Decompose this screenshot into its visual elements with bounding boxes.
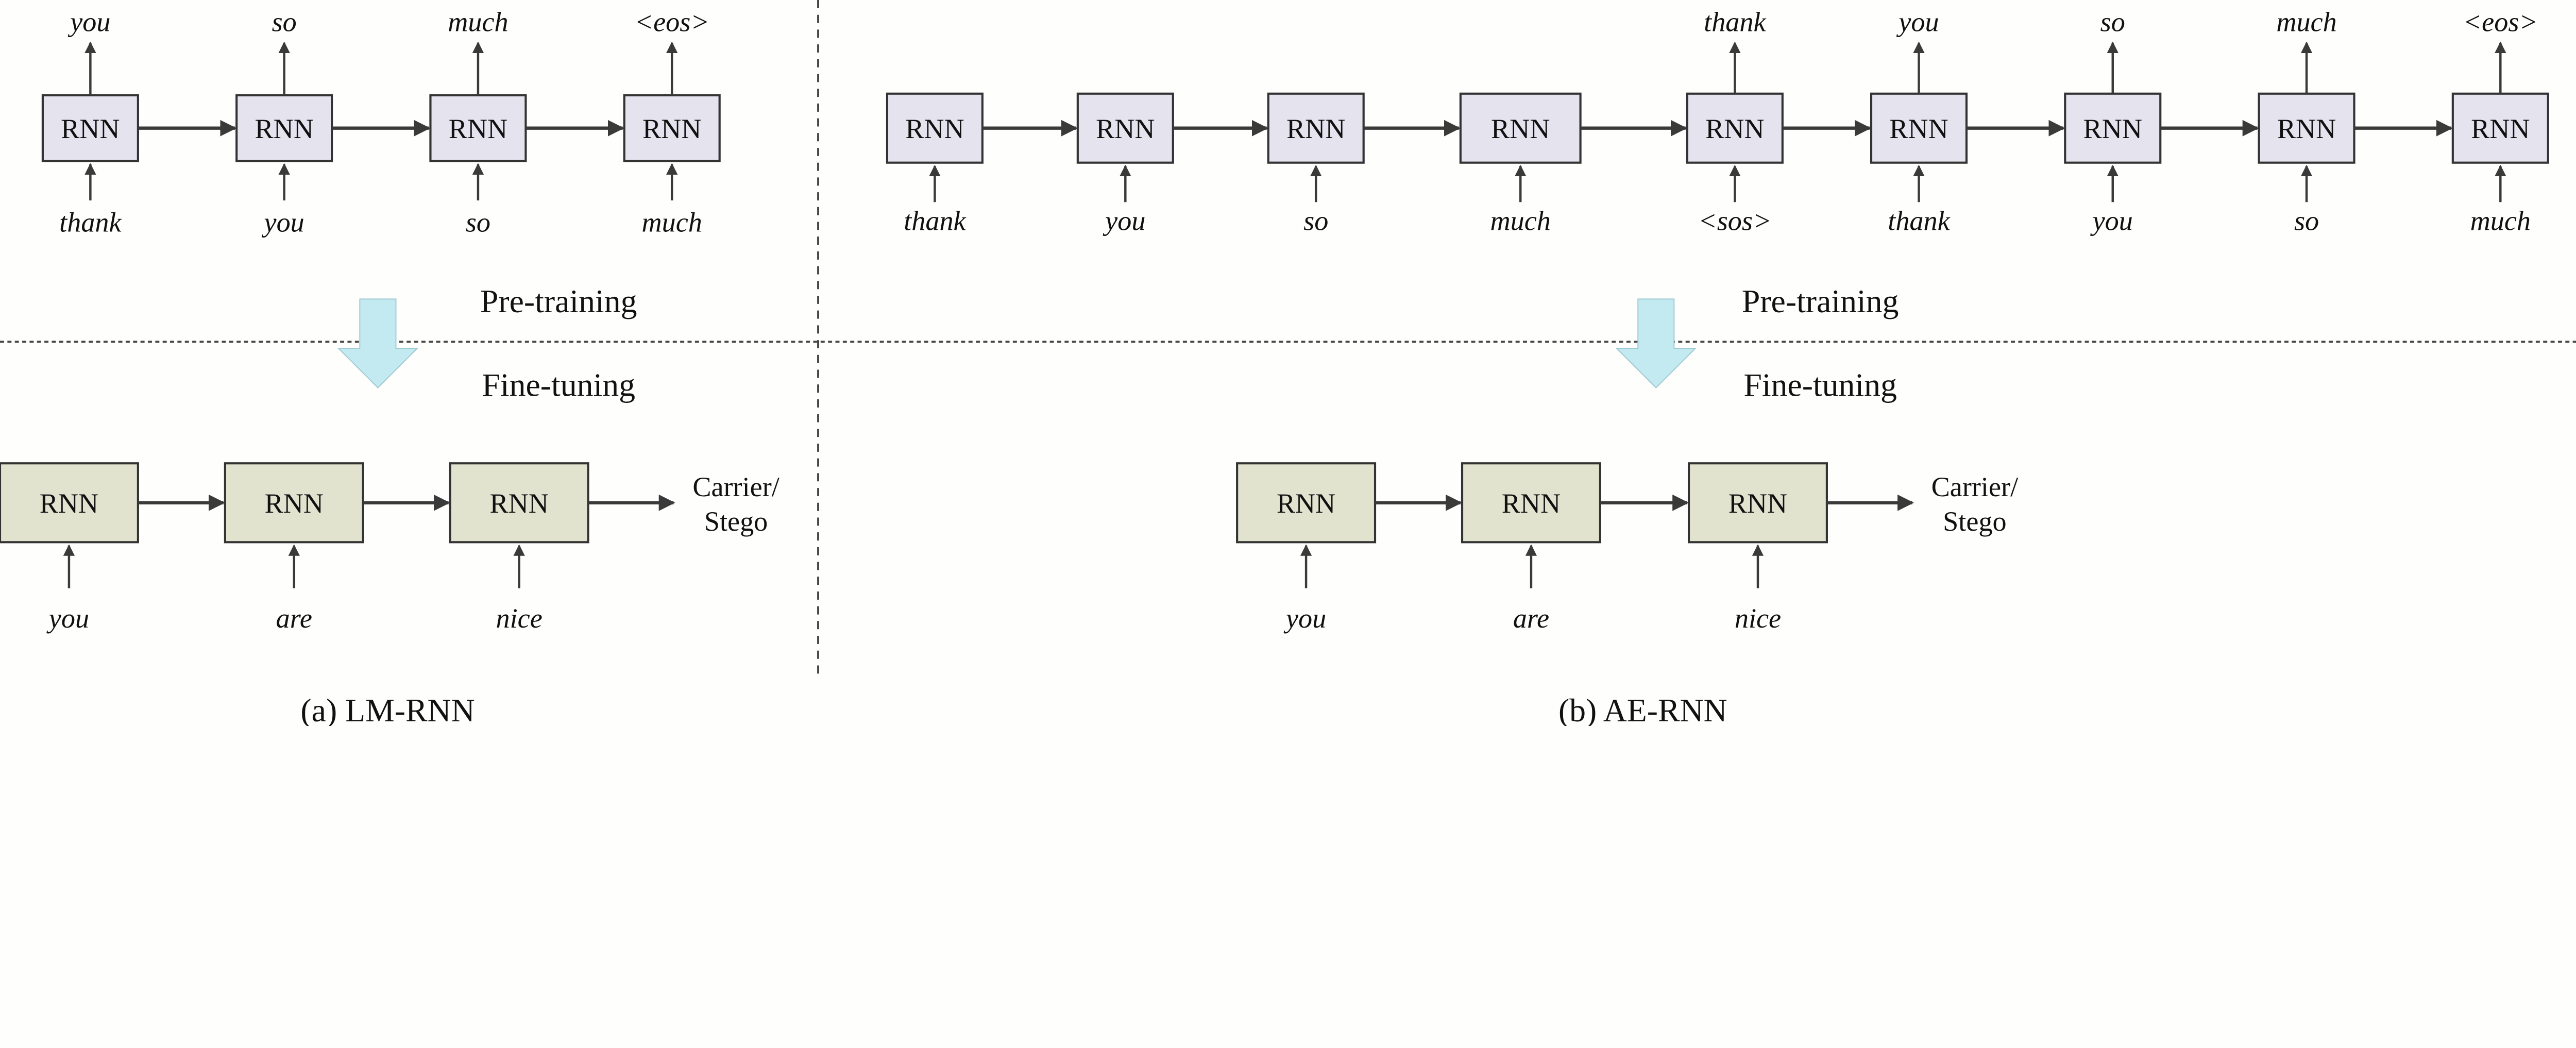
finetune-input-token: you bbox=[46, 603, 89, 634]
rnn-box-label: RNN bbox=[40, 488, 98, 519]
finetune-input-token: you bbox=[1283, 603, 1326, 634]
finetune-cell: RNN bbox=[1236, 462, 1377, 544]
rnn-box-rect bbox=[1461, 462, 1601, 544]
finetuning-label: Fine-tuning bbox=[482, 366, 635, 403]
output-token: you bbox=[67, 7, 110, 38]
rnn-box-rect bbox=[1686, 92, 1784, 164]
encoder-input-token: thank bbox=[904, 205, 966, 236]
rnn-box-label: RNN bbox=[1277, 488, 1335, 519]
rnn-box-rect bbox=[449, 462, 589, 544]
rnn-box-label: RNN bbox=[1728, 488, 1787, 519]
rnn-box-label: RNN bbox=[905, 113, 964, 144]
decoder-input-token: you bbox=[2090, 205, 2133, 236]
decoder-output-token: much bbox=[2276, 7, 2336, 38]
rnn-pretraining-finetuning-diagram: RNNyouthankRNNsoyouRNNmuchsoRNN<eos>much… bbox=[0, 0, 2576, 726]
finetune-cell: RNN bbox=[0, 462, 139, 544]
decoder-output-token: thank bbox=[1704, 7, 1766, 38]
finetune-input-token: nice bbox=[496, 603, 543, 634]
ae-rnn-encoder-cell: RNN bbox=[1267, 92, 1365, 164]
decoder-input-token: much bbox=[2470, 205, 2531, 236]
lm-rnn-pretrain-cell: RNN bbox=[235, 94, 333, 162]
rnn-box-label: RNN bbox=[1889, 113, 1948, 144]
pretraining-label: Pre-training bbox=[480, 283, 637, 319]
finetune-cell: RNN bbox=[1461, 462, 1601, 544]
rnn-box-rect bbox=[623, 94, 721, 162]
rnn-box-label: RNN bbox=[2083, 113, 2142, 144]
decoder-output-token: you bbox=[1896, 7, 1939, 38]
down-arrow-icon bbox=[337, 298, 419, 388]
rnn-box-rect bbox=[1076, 92, 1174, 164]
output-token: so bbox=[272, 7, 297, 38]
rnn-box-rect bbox=[1236, 462, 1377, 544]
rnn-box-label: RNN bbox=[2277, 113, 2336, 144]
decoder-output-token: so bbox=[2100, 7, 2125, 38]
finetuning-label: Fine-tuning bbox=[1743, 366, 1897, 403]
rnn-box-rect bbox=[2451, 92, 2549, 164]
encoder-input-token: you bbox=[1103, 205, 1145, 236]
decoder-input-token: so bbox=[2294, 205, 2319, 236]
finetune-input-token: are bbox=[1513, 603, 1549, 634]
rnn-box-label: RNN bbox=[61, 113, 120, 144]
rnn-box-label: RNN bbox=[1096, 113, 1155, 144]
rnn-box-label: RNN bbox=[2471, 113, 2530, 144]
finetune-cell: RNN bbox=[1687, 462, 1828, 544]
rnn-box-rect bbox=[1687, 462, 1828, 544]
output-label-carrier: Carrier/ bbox=[692, 471, 779, 502]
rnn-box-rect bbox=[886, 92, 984, 164]
input-token: you bbox=[262, 207, 304, 238]
input-token: much bbox=[642, 207, 702, 238]
encoder-input-token: much bbox=[1490, 205, 1551, 236]
ae-rnn-decoder-cell: RNN bbox=[2258, 92, 2355, 164]
ae-rnn-encoder-cell: RNN bbox=[886, 92, 984, 164]
lm-rnn-pretrain-cell: RNN bbox=[623, 94, 721, 162]
finetune-cell: RNN bbox=[224, 462, 364, 544]
rnn-box-label: RNN bbox=[489, 488, 548, 519]
finetune-input-token: nice bbox=[1735, 603, 1781, 634]
rnn-box-rect bbox=[0, 462, 139, 544]
input-token: so bbox=[466, 207, 490, 238]
down-arrow-icon bbox=[1615, 298, 1697, 388]
output-label-carrier: Carrier/ bbox=[1931, 471, 2019, 502]
finetune-input-token: are bbox=[276, 603, 312, 634]
rnn-box-label: RNN bbox=[642, 113, 701, 144]
input-token: thank bbox=[59, 207, 122, 238]
ae-rnn-encoder-cell: RNN bbox=[1076, 92, 1174, 164]
rnn-box-label: RNN bbox=[1705, 113, 1764, 144]
rnn-box-rect bbox=[2064, 92, 2162, 164]
decoder-input-token: <sos> bbox=[1698, 205, 1771, 236]
rnn-box-rect bbox=[429, 94, 527, 162]
rnn-box-label: RNN bbox=[1502, 488, 1561, 519]
rnn-box-label: RNN bbox=[1491, 113, 1550, 144]
rnn-box-label: RNN bbox=[449, 113, 507, 144]
decoder-output-token: <eos> bbox=[2463, 7, 2538, 38]
lm-rnn-pretrain-cell: RNN bbox=[429, 94, 527, 162]
ae-rnn-decoder-cell: RNN bbox=[2451, 92, 2549, 164]
output-label-stego: Stego bbox=[704, 506, 768, 537]
panel-caption: (a) LM-RNN bbox=[300, 692, 474, 726]
pretraining-label: Pre-training bbox=[1742, 283, 1899, 319]
ae-rnn-decoder-cell: RNN bbox=[1686, 92, 1784, 164]
panel-caption: (b) AE-RNN bbox=[1558, 692, 1727, 726]
output-token: much bbox=[448, 7, 508, 38]
rnn-box-rect bbox=[1870, 92, 1968, 164]
ae-rnn-decoder-cell: RNN bbox=[1870, 92, 1968, 164]
output-label-stego: Stego bbox=[1943, 506, 2006, 537]
output-token: <eos> bbox=[635, 7, 709, 38]
encoder-input-token: so bbox=[1303, 205, 1328, 236]
ae-rnn-decoder-cell: RNN bbox=[2064, 92, 2162, 164]
decoder-input-token: thank bbox=[1888, 205, 1950, 236]
rnn-box-rect bbox=[2258, 92, 2355, 164]
lm-rnn-pretrain-cell: RNN bbox=[41, 94, 139, 162]
rnn-box-label: RNN bbox=[1286, 113, 1345, 144]
ae-rnn-encoder-cell: RNN bbox=[1459, 92, 1582, 164]
rnn-box-label: RNN bbox=[265, 488, 324, 519]
finetune-cell: RNN bbox=[449, 462, 589, 544]
rnn-box-label: RNN bbox=[255, 113, 313, 144]
